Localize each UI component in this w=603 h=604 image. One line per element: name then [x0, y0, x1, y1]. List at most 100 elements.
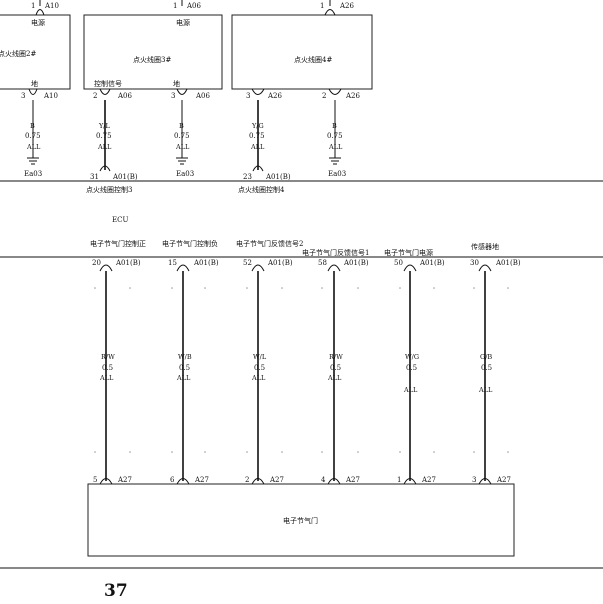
svg-text:G/B: G/B — [480, 353, 492, 361]
coil4-right-connector-symbol — [328, 88, 342, 95]
svg-text:3: 3 — [472, 476, 476, 484]
svg-text:ALL: ALL — [250, 143, 265, 151]
throttle-pin-6: 6 A27 — [170, 476, 209, 485]
svg-text:A27: A27 — [345, 476, 360, 484]
svg-text:2: 2 — [245, 476, 249, 484]
throttle-pin-2: 2 A27 — [245, 476, 284, 485]
coil3-top-pin: 1 — [173, 2, 177, 10]
coil3-right-connector-symbol — [176, 88, 188, 95]
svg-text:0.75: 0.75 — [327, 132, 343, 140]
upper-wire-coil2-ground: B 0.75 ALL Ea03 — [24, 100, 42, 178]
svg-text:6: 6 — [170, 476, 175, 484]
coil3-control-label: 点火线圈控制3 — [86, 185, 132, 194]
coil3-control-label: 控制信号 — [94, 79, 122, 88]
coil2-name: 点火线圈2# — [0, 49, 36, 58]
svg-text:15: 15 — [168, 259, 177, 267]
svg-text:ALL: ALL — [26, 143, 41, 151]
coil4-control-label: 点火线圈控制4 — [238, 185, 285, 194]
coil3-pin-left: 2 — [93, 92, 97, 100]
svg-text:Y/G: Y/G — [251, 122, 264, 130]
svg-text:52: 52 — [243, 259, 252, 267]
coil4-top-pin: 1 — [320, 2, 324, 10]
coil4-name: 点火线圈4# — [294, 55, 332, 64]
svg-text:A01(B): A01(B) — [193, 259, 219, 267]
coil3-ground-label: 地 — [173, 79, 180, 88]
svg-text:W/B: W/B — [178, 353, 192, 361]
svg-text:R/W: R/W — [329, 353, 343, 361]
ecu-pin-label-throttle-power: 电子节气门电源 — [384, 248, 433, 257]
svg-text:4: 4 — [321, 476, 326, 484]
page-number: 37 — [104, 581, 128, 601]
upper-wire-coil4-ground: B 0.75 ALL Ea03 — [327, 100, 346, 178]
svg-text:23: 23 — [243, 173, 252, 181]
svg-text:A27: A27 — [496, 476, 511, 484]
ecu-pin-label-throttle-pos: 电子节气门控制正 — [90, 239, 146, 248]
coil2-top-connector: A10 — [44, 2, 59, 10]
svg-text:Y/L: Y/L — [98, 122, 110, 130]
ignition-coil-4: 1 A26 点火线圈4# 3 A26 2 A26 — [231, 0, 373, 100]
coil3-left-connector: A06 — [117, 92, 133, 100]
svg-text:ALL: ALL — [403, 386, 418, 394]
throttle-pin-3: 3 A27 — [472, 476, 511, 485]
svg-text:58: 58 — [318, 259, 327, 267]
svg-text:Ea03: Ea03 — [176, 170, 194, 178]
ignition-coil-2: 1 A10 电源 点火线圈2# 地 3 A10 — [0, 0, 71, 100]
ecu-pin-52: 52 A01(B) — [243, 259, 293, 272]
svg-text:ALL: ALL — [478, 386, 493, 394]
svg-text:A01(B): A01(B) — [115, 259, 141, 267]
svg-text:0.75: 0.75 — [25, 132, 41, 140]
svg-text:ALL: ALL — [99, 374, 114, 382]
svg-text:Ea03: Ea03 — [24, 170, 42, 178]
electronic-throttle-label: 电子节气门 — [283, 516, 318, 525]
svg-text:20: 20 — [92, 259, 101, 267]
coil3-left-connector-symbol — [99, 88, 111, 95]
coil4-top-connector: A26 — [339, 2, 355, 10]
coil3-pin-right: 3 — [171, 92, 175, 100]
svg-text:A27: A27 — [117, 476, 132, 484]
svg-text:0.5: 0.5 — [102, 364, 113, 372]
svg-text:A27: A27 — [194, 476, 209, 484]
coil2-top-pin: 1 — [31, 2, 35, 10]
electronic-throttle-box: 电子节气门 — [87, 483, 515, 557]
lower-wire-4: R/W 0.5 ALL — [327, 271, 343, 481]
svg-text:ALL: ALL — [97, 143, 112, 151]
coil3-top-label: 电源 — [176, 18, 190, 27]
svg-text:30: 30 — [470, 259, 479, 267]
svg-text:ALL: ALL — [327, 374, 342, 382]
svg-text:0.5: 0.5 — [179, 364, 190, 372]
lower-wire-6: G/B 0.5 ALL — [478, 271, 493, 481]
svg-text:B: B — [30, 122, 35, 130]
ecu-pin-label-throttle-neg: 电子节气门控制负 — [162, 239, 218, 248]
coil4-left-connector-symbol — [251, 88, 265, 95]
ecu-pin-20: 20 A01(B) — [92, 259, 141, 272]
grid-dots — [94, 287, 509, 453]
throttle-pin-5: 5 A27 — [93, 476, 132, 485]
svg-text:B: B — [332, 122, 337, 130]
coil4-pin-left: 3 — [246, 92, 250, 100]
coil3-right-connector: A06 — [195, 92, 211, 100]
upper-wire-coil4-control: Y/G 0.75 ALL 23 A01(B) — [243, 100, 291, 181]
coil4-top-connector-symbol — [324, 9, 336, 16]
svg-text:ALL: ALL — [251, 374, 266, 382]
ecu-label: ECU — [112, 216, 128, 224]
svg-text:5: 5 — [93, 476, 97, 484]
svg-text:W/G: W/G — [405, 353, 419, 361]
ecu-pin-50: 50 A01(B) — [394, 259, 445, 272]
svg-text:0.75: 0.75 — [249, 132, 265, 140]
svg-text:A01(B): A01(B) — [343, 259, 369, 267]
svg-text:A01(B): A01(B) — [267, 259, 293, 267]
lower-wire-2: W/B 0.5 ALL — [176, 271, 192, 481]
svg-text:A01(B): A01(B) — [495, 259, 521, 267]
svg-text:A01(B): A01(B) — [265, 173, 291, 181]
svg-text:50: 50 — [394, 259, 403, 267]
coil2-bottom-connector-symbol — [28, 88, 38, 95]
svg-text:Ea03: Ea03 — [328, 170, 346, 178]
throttle-pin-1: 1 A27 — [397, 476, 436, 485]
ecu-pin-label-sensor-ground: 传感器地 — [471, 242, 499, 251]
svg-text:0.75: 0.75 — [174, 132, 190, 140]
svg-text:31: 31 — [90, 173, 99, 181]
ecu-pin-30: 30 A01(B) — [470, 259, 521, 272]
throttle-pin-4: 4 A27 — [321, 476, 360, 485]
svg-text:A27: A27 — [421, 476, 436, 484]
